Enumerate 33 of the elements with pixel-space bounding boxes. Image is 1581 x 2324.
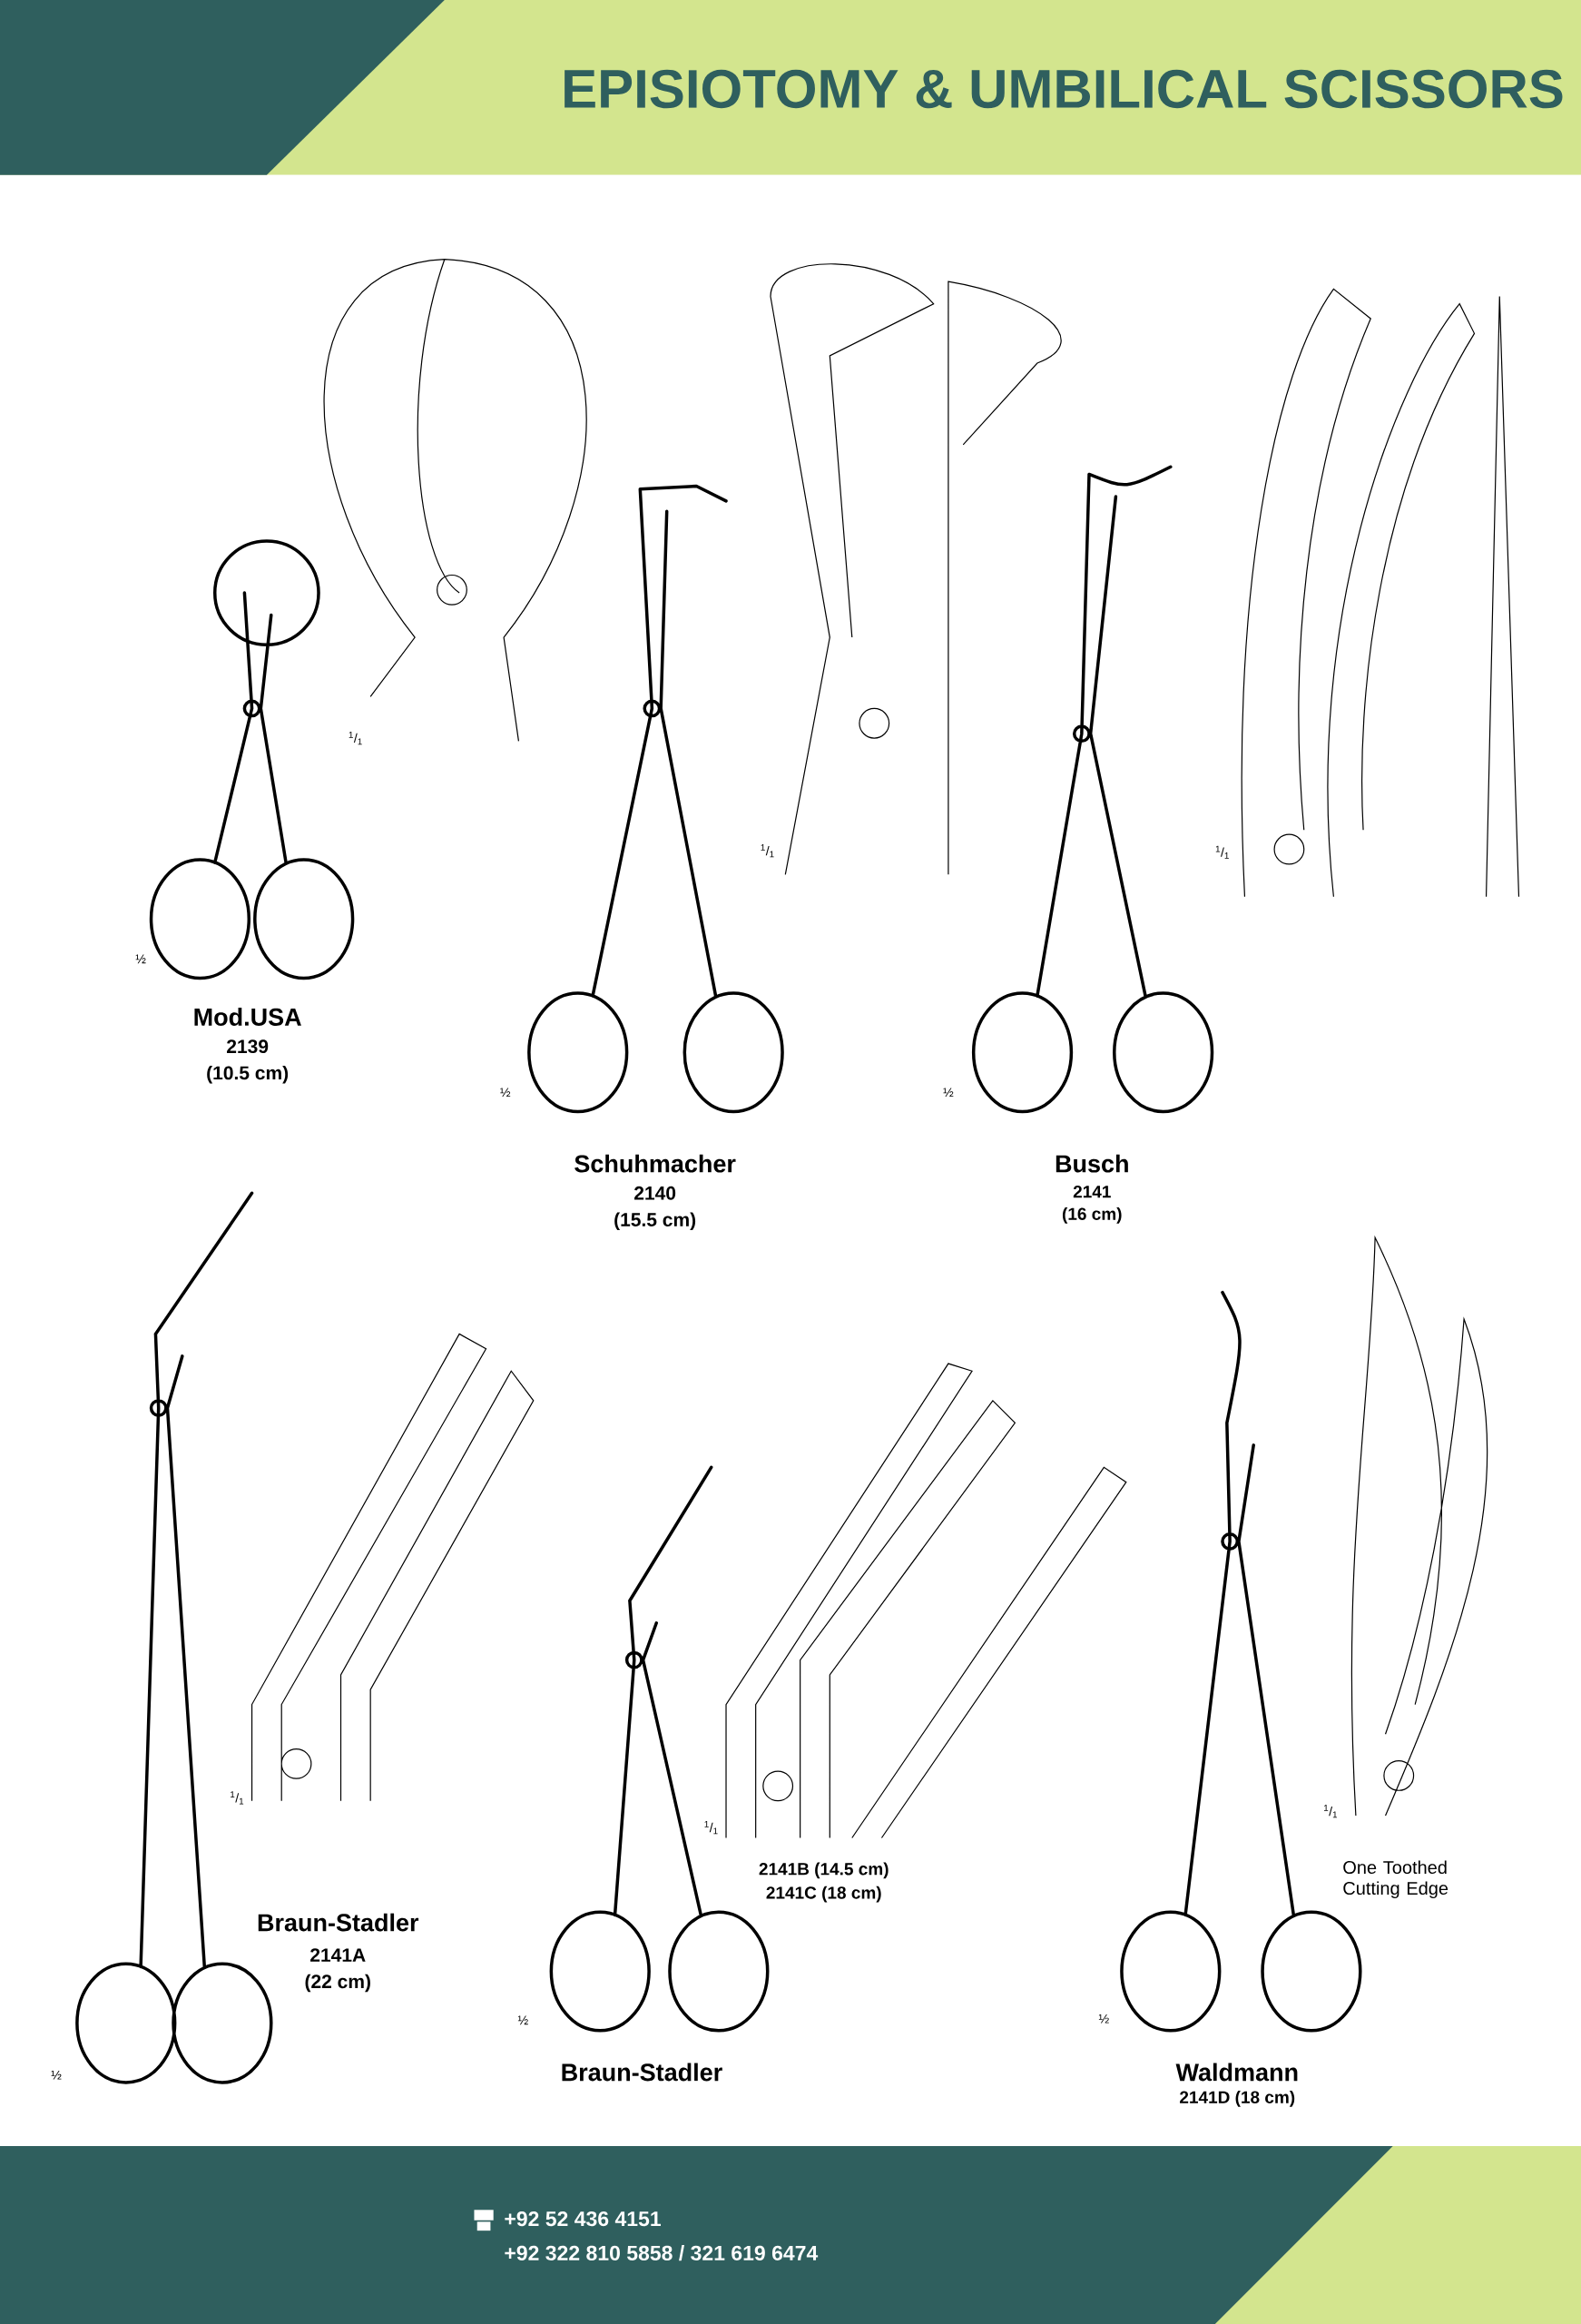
scale-mark: ½ (517, 2015, 528, 2025)
product-code: 2141B (14.5 cm) (759, 1862, 889, 1879)
product-name: Busch (1056, 1154, 1128, 1173)
product-name: Braun-Stadler (258, 1913, 419, 1932)
title: EPISIOTOMY & UMBILICAL SCISSORS (565, 69, 1563, 109)
product-name: Schuhmacher (574, 1154, 736, 1173)
scale-mark: ½ (51, 2070, 62, 2080)
scale-mark: ½ (500, 1088, 511, 1098)
scale-mark: $^{1}$/$_{1}$ (231, 1791, 244, 1805)
product-name: Mod.USA (194, 1008, 301, 1026)
product-code: 2141D (18 cm) (1180, 2091, 1295, 2107)
scale-mark: ½ (1098, 2014, 1109, 2024)
scale-mark: $^{1}$/$_{1}$ (1324, 1805, 1338, 1818)
product-code: (16 cm) (1062, 1206, 1122, 1224)
scale-mark: $^{1}$/$_{1}$ (349, 732, 362, 745)
product-name: Braun-Stadler (562, 2063, 722, 2082)
product-name: Waldmann (1175, 2063, 1298, 2082)
phone-number: +92 322 810 5858 / 321 619 6474 (505, 2245, 819, 2261)
product-code: (22 cm) (305, 1974, 370, 1993)
product-code: 2140 (634, 1186, 676, 1200)
product-code: 2141 (1073, 1186, 1111, 1198)
scale-mark: $^{1}$/$_{1}$ (704, 1821, 718, 1835)
scale-mark: ½ (943, 1088, 954, 1098)
scale-mark: $^{1}$/$_{1}$ (761, 844, 774, 858)
product-code: 2141A (310, 1948, 366, 1962)
product-code: (15.5 cm) (614, 1212, 696, 1231)
product-code: (10.5 cm) (207, 1065, 289, 1084)
phone-number: +92 52 436 4151 (505, 2211, 661, 2227)
scale-mark: ½ (135, 954, 146, 964)
note: One Toothed Cutting Edge (1343, 1860, 1448, 1899)
scale-mark: $^{1}$/$_{1}$ (1215, 845, 1229, 859)
product-code: 2141C (18 cm) (766, 1886, 881, 1903)
product-code: 2139 (227, 1039, 269, 1054)
